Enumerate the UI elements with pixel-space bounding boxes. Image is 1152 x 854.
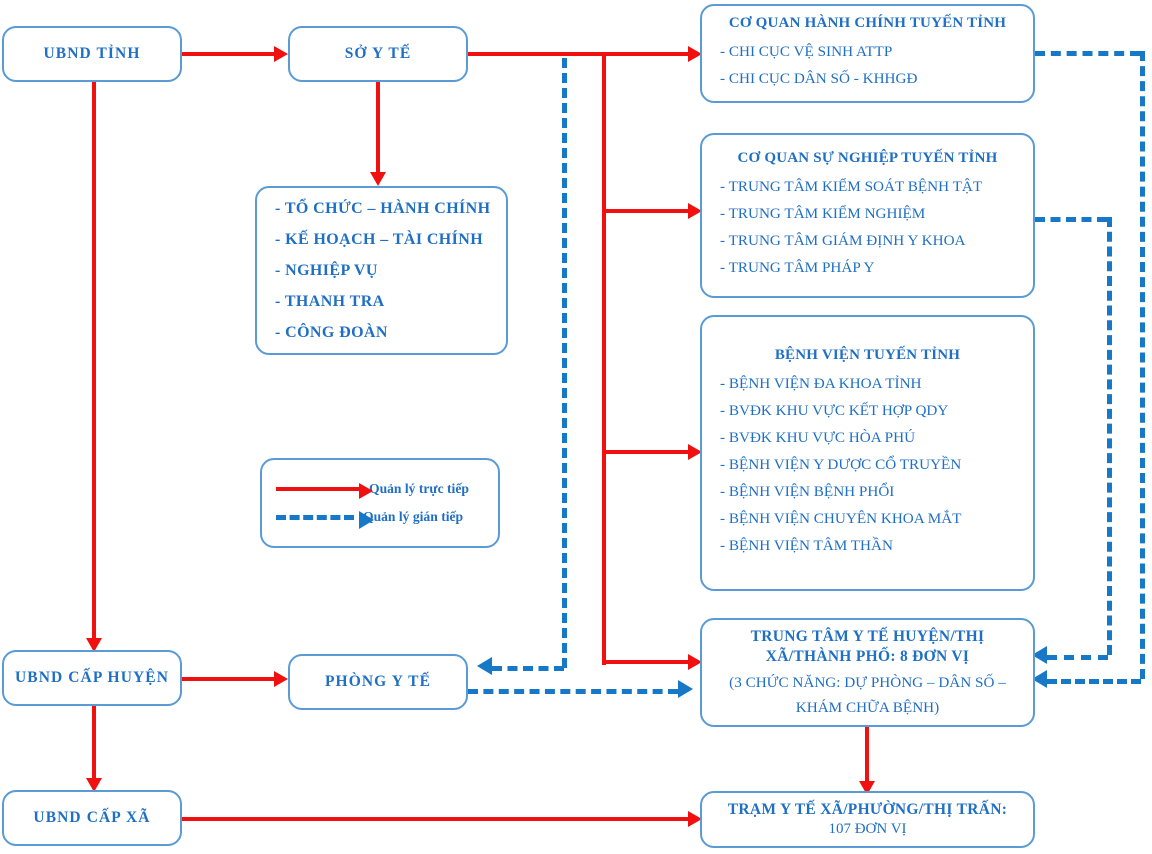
- node-ubnd-cap-xa-label: UBND CẤP XÃ: [33, 809, 151, 826]
- arrowhead-ubndxa: [85, 778, 102, 792]
- solid-arrow-icon: [276, 483, 373, 499]
- legend-direct-label: Quản lý trực tiếp: [369, 481, 469, 496]
- co-quan-hanh-chinh-item: - CHI CỤC VỆ SINH ATTP: [720, 43, 893, 60]
- co-quan-hanh-chinh-item: - CHI CỤC DÂN SỐ - KHHGĐ: [720, 70, 918, 87]
- node-tram-y-te-sub: 107 ĐƠN VỊ: [828, 820, 907, 837]
- dashed-arrow-icon: [276, 510, 374, 529]
- arrowhead-soyte: [274, 45, 288, 62]
- node-phong-y-te[interactable]: PHÒNG Y TẾ: [288, 654, 468, 710]
- edge-indirect-soyte-vertical: [562, 58, 567, 668]
- edge-ubndxa-tramyte: [182, 816, 691, 821]
- edge-trunk-vertical: [601, 51, 607, 665]
- node-co-quan-hanh-chinh-title: CƠ QUAN HÀNH CHÍNH TUYẾN TỈNH: [728, 14, 1007, 31]
- node-tram-y-te-title: TRẠM Y TẾ XÃ/PHƯỜNG/THỊ TRẤN:: [727, 800, 1008, 818]
- node-benh-vien-tuyen-tinh[interactable]: BỆNH VIỆN TUYẾN TỈNH - BỆNH VIỆN ĐA KHOA…: [700, 315, 1035, 591]
- arrowhead-indirect-trungtamyte-left: [678, 680, 693, 698]
- co-quan-su-nghiep-item: - TRUNG TÂM GIÁM ĐỊNH Y KHOA: [720, 232, 966, 249]
- arrowhead-tramyte-left: [688, 810, 702, 827]
- arrowhead-coquansunghiep: [688, 202, 702, 219]
- edge-ubndhuyen-phongyte: [182, 677, 274, 682]
- arrowhead-coquanhanhchinh: [688, 45, 702, 62]
- edge-trunk-benhvien: [601, 449, 692, 454]
- node-phong-y-te-label: PHÒNG Y TẾ: [324, 673, 432, 690]
- arrowhead-indirect-ttyt-lower: [1032, 670, 1047, 688]
- department-item: - THANH TRA: [275, 292, 385, 310]
- legend-box: Quản lý trực tiếp Quản lý gián tiếp: [260, 458, 500, 548]
- department-item: - NGHIỆP VỤ: [275, 261, 378, 279]
- arrowhead-trungtamyte: [688, 653, 702, 670]
- co-quan-su-nghiep-item: - TRUNG TÂM KIỂM SOÁT BỆNH TẬT: [720, 178, 983, 195]
- edge-trunk-coquansunghiep: [601, 208, 692, 213]
- arrowhead-benhvien: [688, 443, 702, 460]
- edge-indirect-outer-to-ttyt: [1047, 678, 1141, 684]
- edge-trungtamyte-tramyte: [864, 727, 870, 781]
- edge-ubndtinh-ubndhuyen: [91, 82, 97, 638]
- node-trung-tam-y-te-title: TRUNG TÂM Y TẾ HUYỆN/THỊ: [750, 627, 985, 645]
- node-so-y-te-label: SỞ Y TẾ: [344, 45, 412, 62]
- co-quan-su-nghiep-item: - TRUNG TÂM PHÁP Y: [720, 259, 875, 276]
- edge-soyte-departments: [375, 82, 381, 172]
- edge-ubndtinh-soyte: [182, 51, 274, 56]
- node-so-y-te[interactable]: SỞ Y TẾ: [288, 26, 468, 82]
- department-item: - KẾ HOẠCH – TÀI CHÍNH: [275, 230, 484, 248]
- edge-indirect-soyte-phongyte: [492, 665, 564, 671]
- node-tram-y-te[interactable]: TRẠM Y TẾ XÃ/PHƯỜNG/THỊ TRẤN: 107 ĐƠN VỊ: [700, 791, 1035, 848]
- node-departments[interactable]: - TỔ CHỨC – HÀNH CHÍNH - KẾ HOẠCH – TÀI …: [255, 186, 508, 355]
- node-co-quan-hanh-chinh[interactable]: CƠ QUAN HÀNH CHÍNH TUYẾN TỈNH - CHI CỤC …: [700, 4, 1035, 103]
- node-trung-tam-y-te-sub2: KHÁM CHỮA BỆNH): [795, 699, 940, 717]
- node-benh-vien-title: BỆNH VIỆN TUYẾN TỈNH: [774, 346, 961, 363]
- edge-trunk-trungtamyte: [601, 659, 692, 664]
- benh-vien-item: - BVĐK KHU VỰC KẾT HỢP QDY: [720, 402, 949, 419]
- legend-row-indirect: Quản lý gián tiếp: [276, 503, 484, 531]
- legend-indirect-label: Quản lý gián tiếp: [363, 509, 464, 524]
- arrowhead-indirect-phongyte: [477, 657, 492, 675]
- edge-indirect-phongyte-trungtamyte: [468, 688, 678, 694]
- node-ubnd-cap-huyen-label: UBND CẤP HUYỆN: [14, 669, 170, 686]
- legend-row-direct: Quản lý trực tiếp: [276, 475, 484, 503]
- edge-indirect-outer-vertical: [1139, 50, 1145, 679]
- node-trung-tam-y-te[interactable]: TRUNG TÂM Y TẾ HUYỆN/THỊ XÃ/THÀNH PHỐ: 8…: [700, 618, 1035, 727]
- benh-vien-item: - BVĐK KHU VỰC HÒA PHÚ: [720, 429, 916, 446]
- edge-indirect-hanhchinh-out: [1035, 50, 1140, 56]
- edge-indirect-sunghiep-out: [1035, 216, 1107, 222]
- node-ubnd-tinh[interactable]: UBND TỈNH: [2, 26, 182, 82]
- benh-vien-item: - BỆNH VIỆN CHUYÊN KHOA MẮT: [720, 510, 962, 527]
- benh-vien-item: - BỆNH VIỆN TÂM THẦN: [720, 537, 893, 554]
- arrowhead-ubndhuyen: [85, 638, 102, 652]
- edge-indirect-inner-to-ttyt: [1047, 654, 1108, 660]
- department-item: - TỔ CHỨC – HÀNH CHÍNH: [275, 199, 491, 217]
- co-quan-su-nghiep-item: - TRUNG TÂM KIỂM NGHIỆM: [720, 205, 926, 222]
- node-trung-tam-y-te-sub1: (3 CHỨC NĂNG: DỰ PHÒNG – DÂN SỐ –: [729, 673, 1006, 691]
- node-ubnd-cap-xa[interactable]: UBND CẤP XÃ: [2, 790, 182, 846]
- node-co-quan-su-nghiep[interactable]: CƠ QUAN SỰ NGHIỆP TUYẾN TỈNH - TRUNG TÂM…: [700, 133, 1035, 298]
- arrowhead-indirect-ttyt-upper: [1032, 646, 1047, 664]
- node-ubnd-cap-huyen[interactable]: UBND CẤP HUYỆN: [2, 650, 182, 706]
- department-item: - CÔNG ĐOÀN: [275, 323, 388, 341]
- benh-vien-item: - BỆNH VIỆN BỆNH PHỔI: [720, 483, 895, 500]
- benh-vien-item: - BỆNH VIỆN Y DƯỢC CỔ TRUYỀN: [720, 456, 962, 473]
- arrowhead-departments: [369, 172, 386, 186]
- node-co-quan-su-nghiep-title: CƠ QUAN SỰ NGHIỆP TUYẾN TỈNH: [737, 149, 998, 166]
- edge-indirect-inner-vertical: [1106, 216, 1112, 655]
- edge-soyte-trunk: [468, 51, 691, 56]
- benh-vien-item: - BỆNH VIỆN ĐA KHOA TỈNH: [720, 375, 922, 392]
- arrowhead-phongyte: [274, 671, 288, 688]
- node-ubnd-tinh-label: UBND TỈNH: [43, 45, 141, 62]
- edge-ubndhuyen-ubndxa: [91, 706, 97, 778]
- node-trung-tam-y-te-title2: XÃ/THÀNH PHỐ: 8 ĐƠN VỊ: [765, 647, 970, 665]
